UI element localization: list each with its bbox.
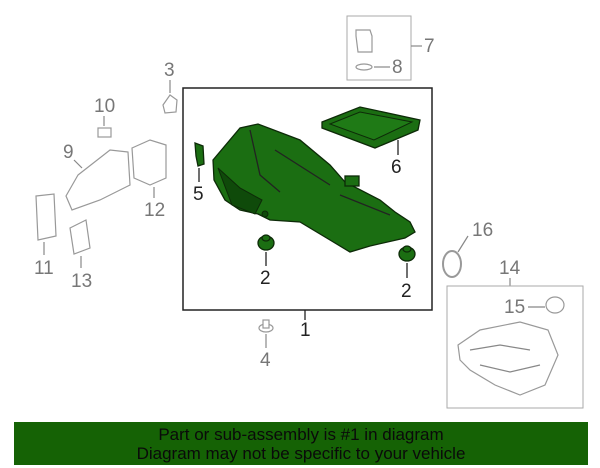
part-11[interactable] (35, 193, 57, 241)
callout-15: 15 (504, 297, 525, 318)
callout-2b: 2 (401, 281, 412, 302)
grommet[interactable] (257, 234, 275, 251)
callout-11: 11 (34, 258, 54, 279)
callout-4: 4 (260, 350, 271, 371)
part-13[interactable] (69, 219, 91, 255)
part-16[interactable] (442, 250, 462, 278)
clip[interactable] (194, 142, 205, 167)
callout-16: 16 (472, 220, 493, 241)
grommet[interactable] (398, 245, 416, 262)
part-10[interactable] (97, 127, 112, 138)
part-8[interactable] (355, 63, 373, 71)
air-cleaner-housing[interactable] (212, 123, 416, 253)
callout-2a: 2 (260, 268, 271, 289)
part-3[interactable] (162, 94, 178, 114)
callout-5: 5 (193, 184, 204, 205)
callout-10: 10 (94, 96, 115, 117)
banner-line-1: Part or sub-assembly is #1 in diagram (158, 425, 444, 444)
callout-14: 14 (499, 258, 521, 279)
callout-3: 3 (164, 60, 175, 81)
callout-12: 12 (144, 200, 165, 221)
info-banner: Part or sub-assembly is #1 in diagram Di… (14, 422, 588, 465)
callout-9: 9 (63, 142, 74, 163)
part-14[interactable] (457, 321, 559, 396)
part-4[interactable] (258, 319, 274, 333)
air-filter[interactable] (321, 106, 421, 149)
callout-13: 13 (71, 271, 92, 292)
part-7[interactable] (355, 29, 373, 53)
part-15[interactable] (545, 296, 565, 314)
callout-8: 8 (392, 57, 403, 78)
part-9[interactable] (65, 149, 131, 211)
callout-1: 1 (300, 320, 311, 341)
part-12[interactable] (131, 139, 167, 186)
callout-6: 6 (391, 157, 402, 178)
callout-7: 7 (424, 36, 435, 57)
banner-line-2: Diagram may not be specific to your vehi… (136, 444, 466, 463)
